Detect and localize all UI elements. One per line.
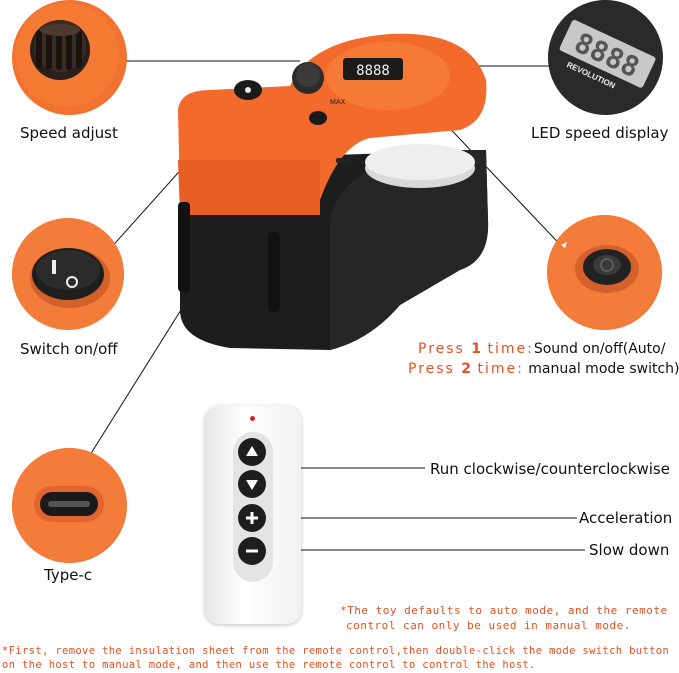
- down-button[interactable]: [238, 470, 266, 498]
- minus-icon: [246, 549, 258, 553]
- rocker-switch-icon: [12, 218, 124, 330]
- spinner-device: 8888 MAX: [178, 33, 489, 350]
- mode-button-closeup: [547, 215, 662, 330]
- press-instruction-2: Press 2 time: manual mode switch): [408, 361, 679, 377]
- type-c-label: Type-c: [44, 566, 93, 584]
- remote-note-line2: control can only be used in manual mode.: [346, 619, 631, 632]
- led-display-label: LED speed display: [531, 124, 669, 142]
- remote-control: [205, 406, 301, 624]
- minus-button[interactable]: [238, 537, 266, 565]
- device-display-digits: 8888: [356, 63, 390, 79]
- mode-button-icon: [547, 215, 661, 329]
- bottom-note-line1: *First, remove the insulation sheet from…: [2, 645, 670, 657]
- slow-down-label: Slow down: [589, 541, 670, 559]
- led-display-icon: 8888 REVOLUTION: [548, 0, 662, 114]
- speed-adjust-label: Speed adjust: [20, 124, 118, 142]
- direction-label: Run clockwise/counterclockwise: [430, 460, 670, 478]
- speed-knob-closeup: [12, 0, 127, 115]
- usb-c-port-icon: [12, 448, 126, 562]
- remote-note-line1: *The toy defaults to auto mode, and the …: [340, 604, 668, 617]
- up-button[interactable]: [238, 438, 266, 466]
- max-label: MAX: [330, 99, 346, 106]
- switch-label: Switch on/off: [20, 340, 118, 358]
- plus-icon: [246, 512, 258, 524]
- bottom-note-line2: on the host to manual mode, and then use…: [2, 659, 536, 671]
- press-instruction-1: Press 1 time:Sound on/off(Auto/: [418, 341, 666, 357]
- led-display-closeup: 8888 REVOLUTION: [548, 0, 663, 115]
- type-c-closeup: [12, 448, 127, 563]
- acceleration-label: Acceleration: [579, 509, 673, 527]
- remote-led: [250, 416, 255, 421]
- plus-button[interactable]: [238, 504, 266, 532]
- triangle-up-icon: [246, 446, 258, 456]
- triangle-down-icon: [246, 480, 258, 490]
- knob-icon: [15, 3, 119, 107]
- switch-closeup: [12, 218, 124, 330]
